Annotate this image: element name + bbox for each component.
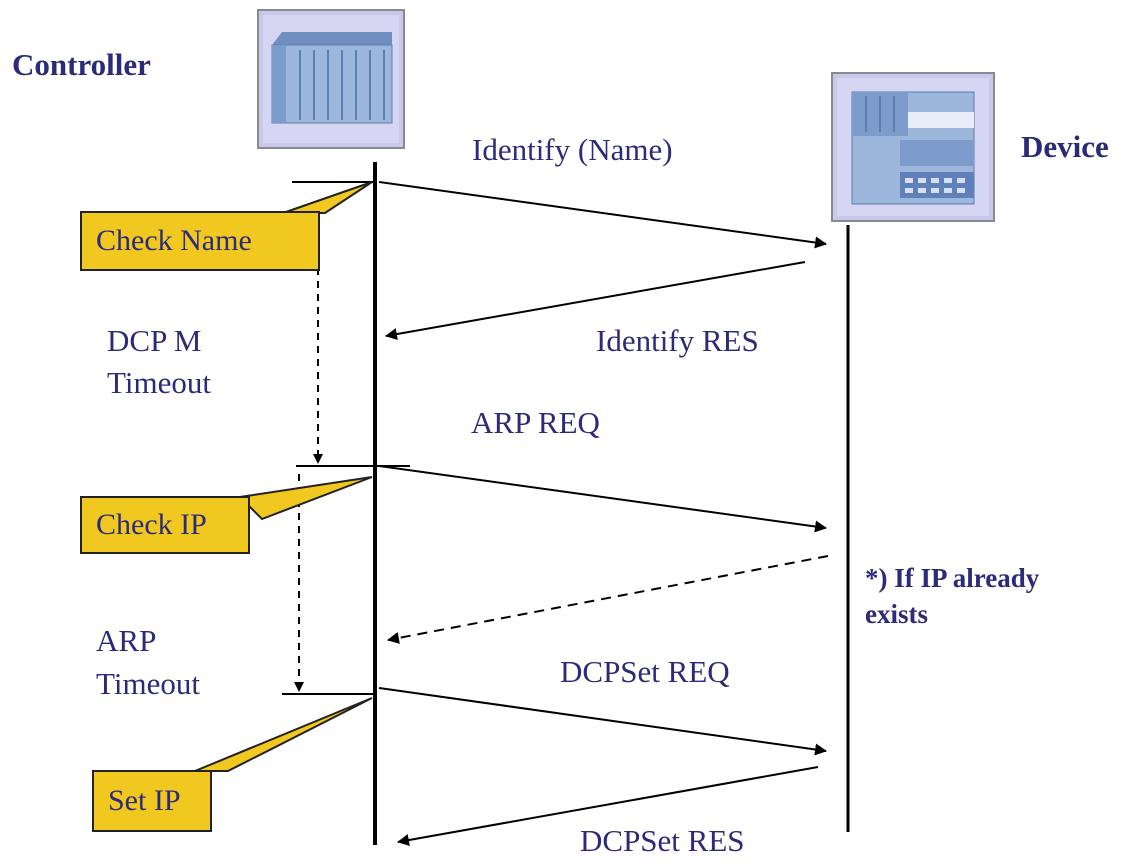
identify-name-arrow: [378, 181, 827, 249]
controller-label: Controller: [12, 47, 151, 82]
arp-res-dashed-arrow: [387, 555, 829, 644]
dcp-timeout-line1: DCP M: [107, 323, 202, 358]
identify-res-arrow: [385, 261, 806, 340]
device-label: Device: [1021, 129, 1109, 164]
ip-exists-note-line2: exists: [865, 599, 928, 629]
arp-timeout-line1: ARP: [96, 623, 157, 658]
arp-timeout-line2: Timeout: [96, 666, 200, 701]
io-device-icon: [831, 72, 995, 222]
identify-name-label: Identify (Name): [472, 132, 673, 167]
set-ip-callout: Set IP: [92, 770, 212, 832]
check-ip-callout: Check IP: [80, 496, 250, 554]
dcpset-res-arrow: [397, 766, 819, 846]
dcpset-req-arrow: [378, 687, 827, 756]
check-name-pointer: [282, 181, 373, 214]
ip-exists-note-line1: *) If IP already: [865, 563, 1040, 593]
dcpset-res-label: DCPSet RES: [580, 823, 745, 858]
check-ip-text: Check IP: [96, 508, 207, 541]
dcpset-req-label: DCPSet REQ: [560, 654, 730, 689]
check-name-callout: Check Name: [80, 211, 320, 271]
identify-res-label: Identify RES: [596, 323, 759, 358]
check-name-text: Check Name: [96, 224, 252, 257]
check-ip-pointer: [237, 476, 373, 521]
plc-rack-icon: [257, 9, 405, 149]
set-ip-pointer: [194, 697, 373, 772]
arp-req-arrow: [378, 465, 827, 533]
arp-req-label: ARP REQ: [471, 405, 600, 440]
dcp-timeout-line2: Timeout: [107, 365, 211, 400]
set-ip-text: Set IP: [108, 784, 181, 817]
